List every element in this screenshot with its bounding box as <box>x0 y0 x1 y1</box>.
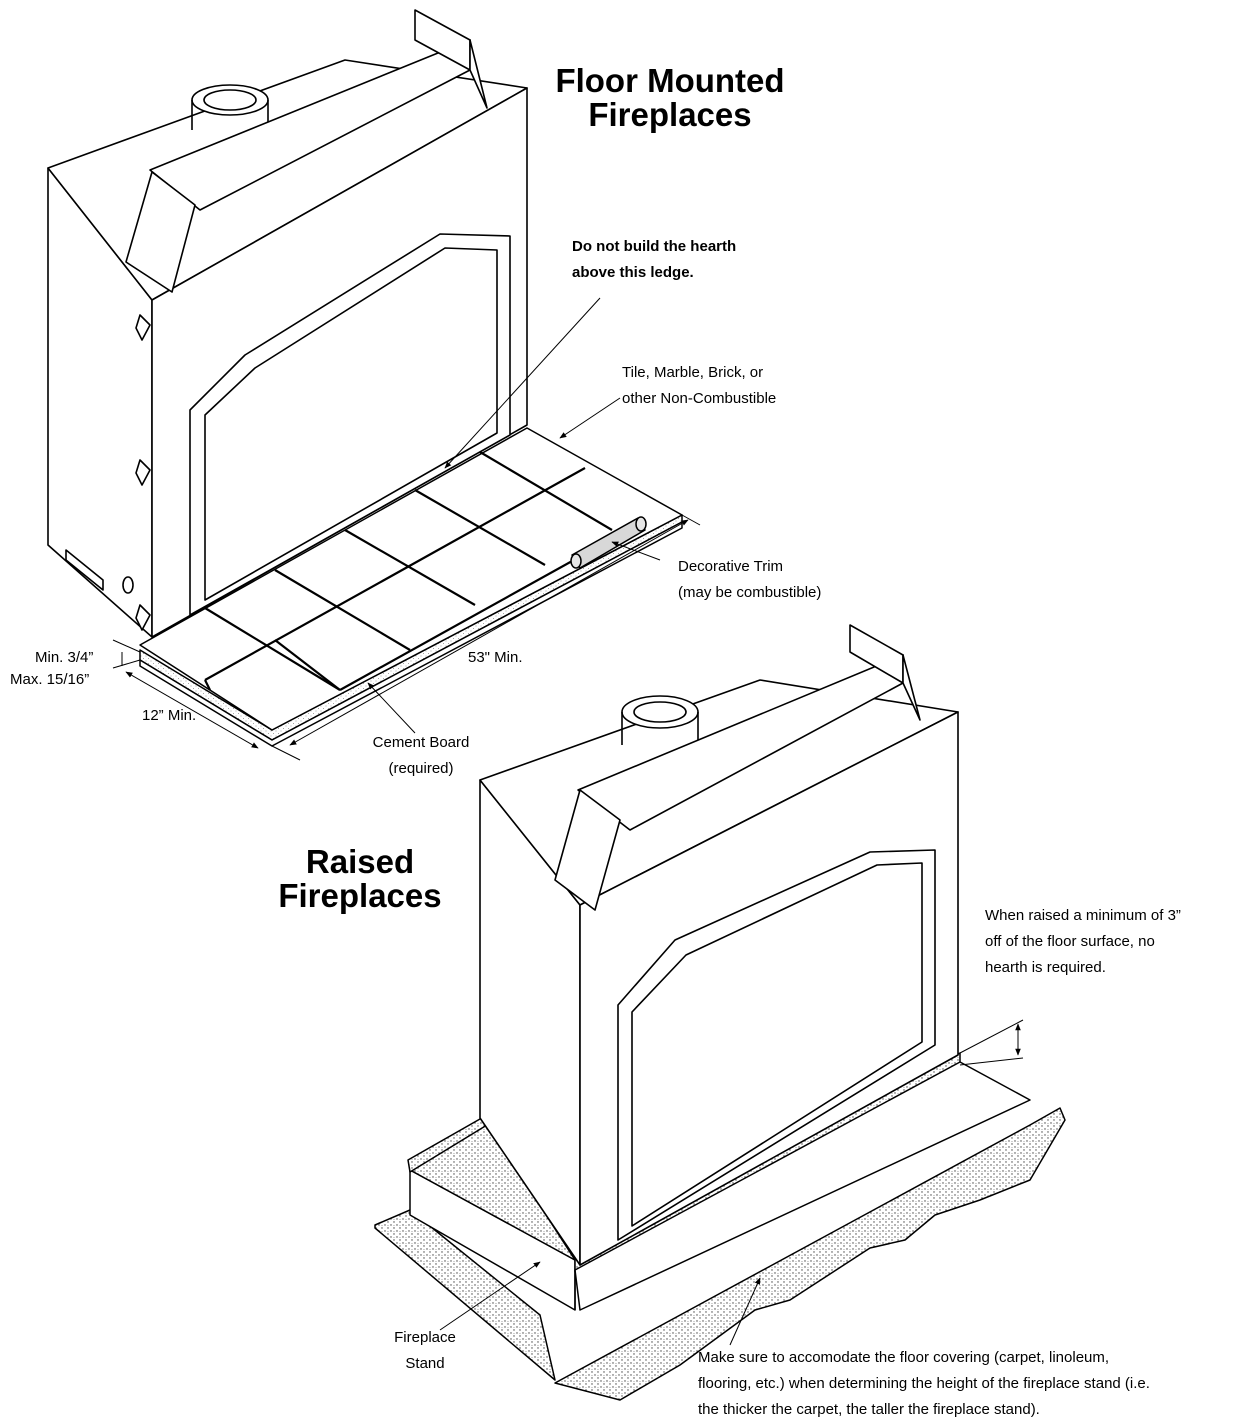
floor-covering-line1: Make sure to accomodate the floor coveri… <box>698 1349 1110 1366</box>
raised-note-line2: off of the floor surface, no <box>985 933 1155 950</box>
fireplace-stand-label: Fireplace Stand <box>380 1325 470 1377</box>
raised-note-line1: When raised a minimum of 3” <box>985 907 1181 924</box>
fireplace-stand-line2: Stand <box>405 1355 445 1372</box>
depth-min-label: 12” Min. <box>142 707 197 724</box>
trim-note-line1: Decorative Trim <box>678 558 784 575</box>
floor-covering-line2: flooring, etc.) when determining the hei… <box>698 1375 1150 1392</box>
trim-note: Decorative Trim (may be combustible) <box>678 554 821 606</box>
raised-note-line3: hearth is required. <box>985 959 1106 976</box>
width-min-label: 53" Min. <box>468 649 523 666</box>
max-thickness-label: Max. 15/16” <box>10 671 90 688</box>
fireplace-stand-line1: Fireplace <box>394 1329 456 1346</box>
floor-covering-note: Make sure to accomodate the floor coveri… <box>698 1345 1150 1423</box>
ledge-note-line2: above this ledge. <box>572 264 694 281</box>
ledge-note-line1: Do not build the hearth <box>572 238 737 255</box>
raised-note: When raised a minimum of 3” off of the f… <box>985 903 1181 981</box>
raised-fireplace-unit <box>479 624 959 1266</box>
min-thickness-label: Min. 3/4” <box>35 649 94 666</box>
floor-fireplace-unit <box>47 9 528 638</box>
leader-lines <box>112 297 1024 1346</box>
cement-board-line2: (required) <box>388 760 454 777</box>
raised-title-line1: Raised <box>305 843 415 880</box>
floor-title-line2: Fireplaces <box>588 96 752 133</box>
floor-title: Floor Mounted Fireplaces <box>520 64 820 132</box>
raised-title-line2: Fireplaces <box>278 877 442 914</box>
trim-note-line2: (may be combustible) <box>678 584 822 601</box>
floor-title-line1: Floor Mounted <box>555 62 785 99</box>
raised-floor-covering <box>374 1052 1066 1401</box>
floor-covering-line3: the thicker the carpet, the taller the f… <box>698 1401 1040 1418</box>
tile-note: Tile, Marble, Brick, or other Non-Combus… <box>622 360 776 412</box>
tile-note-line1: Tile, Marble, Brick, or <box>622 364 764 381</box>
ledge-note: Do not build the hearth above this ledge… <box>572 234 736 286</box>
tile-note-line2: other Non-Combustible <box>622 390 777 407</box>
raised-title: Raised Fireplaces <box>255 845 465 913</box>
cement-board-note: Cement Board (required) <box>346 730 496 782</box>
cement-board-line1: Cement Board <box>372 734 470 751</box>
